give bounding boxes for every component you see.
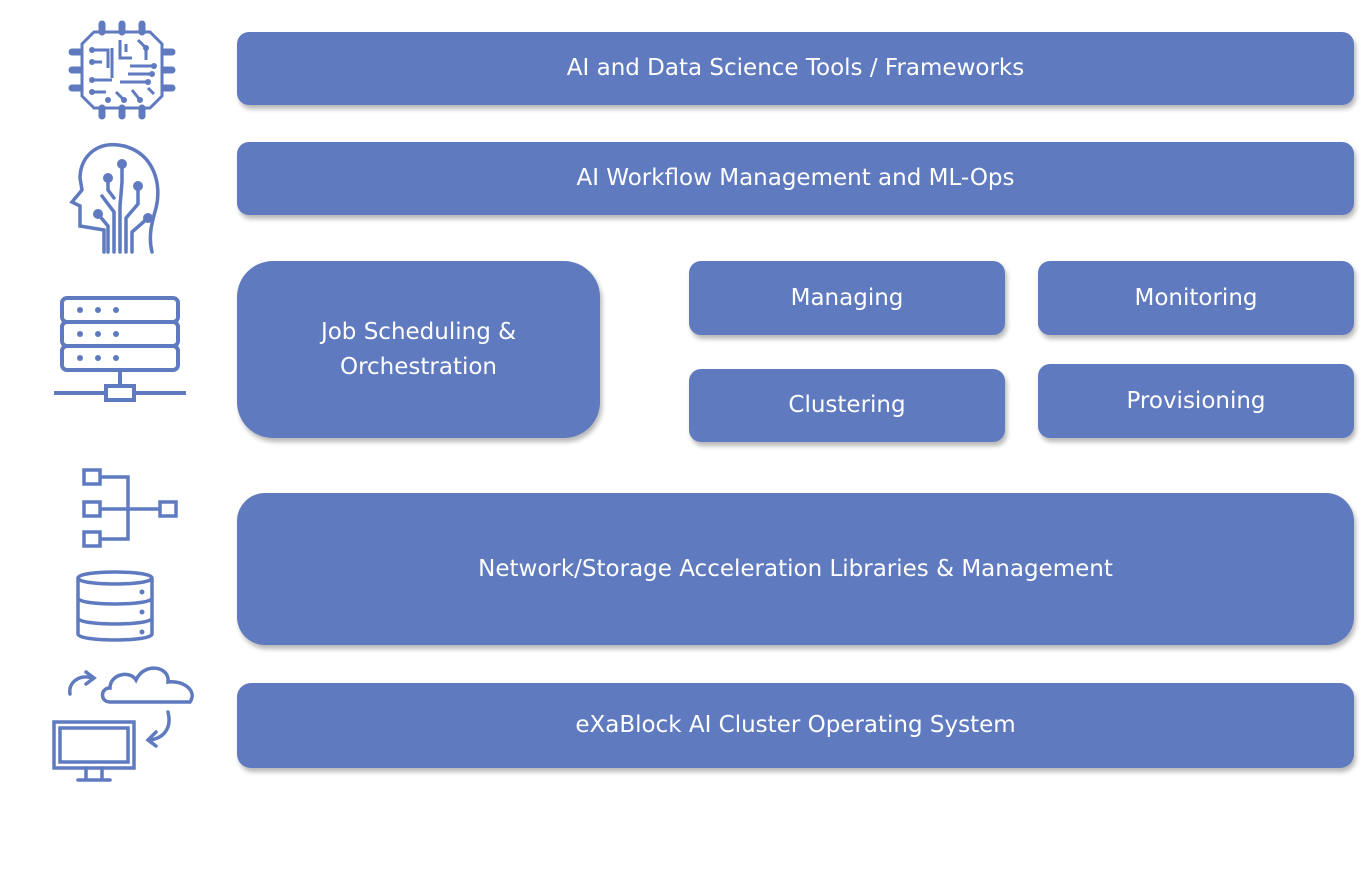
box-label: Clustering [788, 392, 906, 418]
layer-ai-workflow-mlops: AI Workflow Management and ML-Ops [237, 142, 1354, 215]
server-rack-icon [52, 294, 188, 404]
cpu-chip-icon [68, 18, 176, 122]
layer-cluster-os: eXaBlock AI Cluster Operating System [237, 683, 1354, 768]
layer-job-scheduling: Job Scheduling & Orchestration [237, 261, 600, 438]
ai-head-icon [68, 140, 164, 256]
layer-label: AI and Data Science Tools / Frameworks [566, 55, 1025, 81]
layer-label: eXaBlock AI Cluster Operating System [575, 712, 1016, 738]
layer-label: Job Scheduling & Orchestration [320, 318, 517, 380]
layer-label: Network/Storage Acceleration Libraries &… [478, 555, 1113, 582]
box-label: Monitoring [1134, 284, 1258, 311]
database-icon [74, 568, 156, 644]
layer-label: AI Workflow Management and ML-Ops [576, 165, 1015, 191]
box-provisioning: Provisioning [1038, 364, 1354, 438]
layer-ai-tools-frameworks: AI and Data Science Tools / Frameworks [237, 32, 1354, 105]
box-managing: Managing [689, 261, 1005, 335]
cloud-sync-monitor-icon [50, 660, 200, 786]
layer-network-storage: Network/Storage Acceleration Libraries &… [237, 493, 1354, 645]
hierarchy-icon [82, 466, 182, 550]
box-label: Managing [790, 284, 904, 311]
box-monitoring: Monitoring [1038, 261, 1354, 335]
box-label: Provisioning [1126, 387, 1266, 414]
box-clustering: Clustering [689, 369, 1005, 442]
